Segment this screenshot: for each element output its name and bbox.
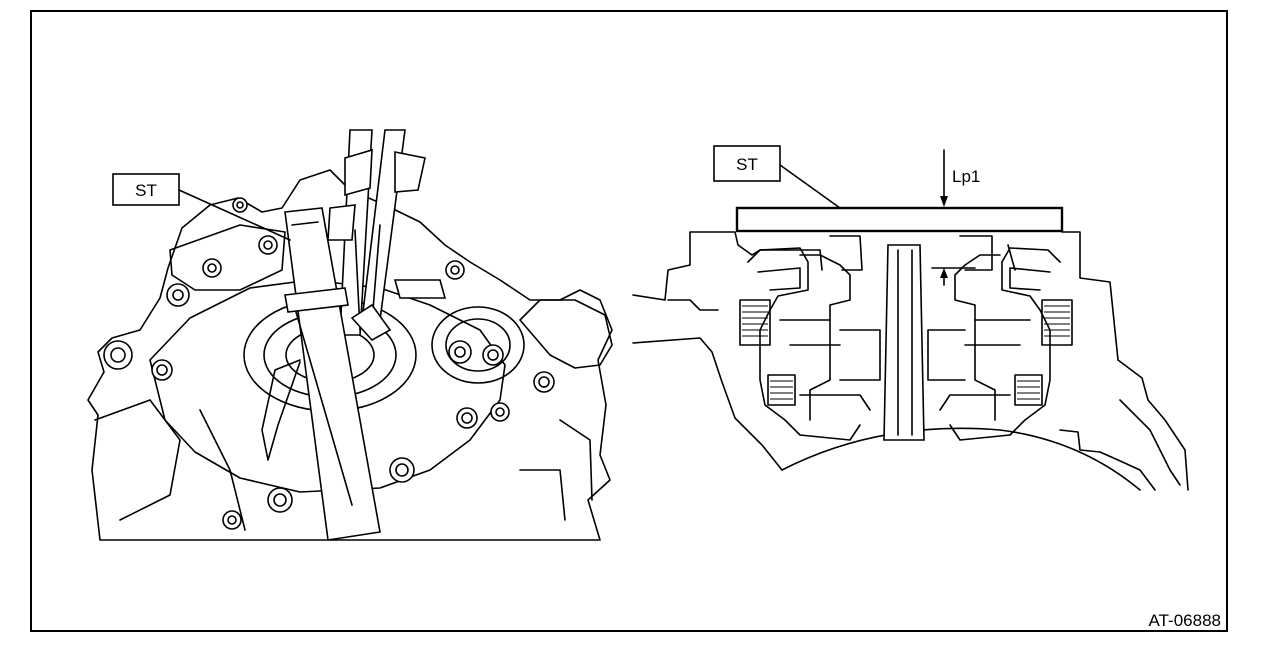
bolt-heads: [103, 197, 555, 530]
feeler-probe: [261, 359, 301, 461]
center-spacers: [829, 235, 993, 271]
bottom-casing-curve: [781, 427, 1141, 491]
st-label-left: ST: [135, 181, 157, 200]
housing-lower-right: [1059, 429, 1156, 491]
right-figure: Lp1 ST: [632, 145, 1189, 491]
st-straightedge-left: [284, 207, 381, 541]
st-callout-left: ST: [112, 173, 291, 241]
housing-cross-section: [632, 231, 823, 471]
lp1-label: Lp1: [952, 167, 980, 186]
depth-gauge: [327, 129, 447, 342]
left-figure: ST: [87, 129, 613, 541]
lp1-dimension: Lp1: [931, 149, 980, 286]
st-straightedge-right: [735, 206, 1064, 233]
left-clutch-pack: [739, 247, 881, 441]
st-label-right: ST: [736, 155, 758, 174]
shaft-detail: [897, 249, 913, 436]
case-housing-right: [519, 299, 613, 369]
valve-body: [169, 224, 286, 291]
figure-code: AT-06888: [1149, 611, 1221, 630]
st-callout-right: ST: [713, 145, 841, 209]
case-ribs: [94, 399, 593, 531]
case-port: [431, 306, 525, 384]
input-shaft: [883, 244, 925, 441]
right-clutch-pack: [927, 247, 1073, 441]
case-flange: [149, 279, 506, 493]
case-port-inner: [445, 318, 511, 372]
